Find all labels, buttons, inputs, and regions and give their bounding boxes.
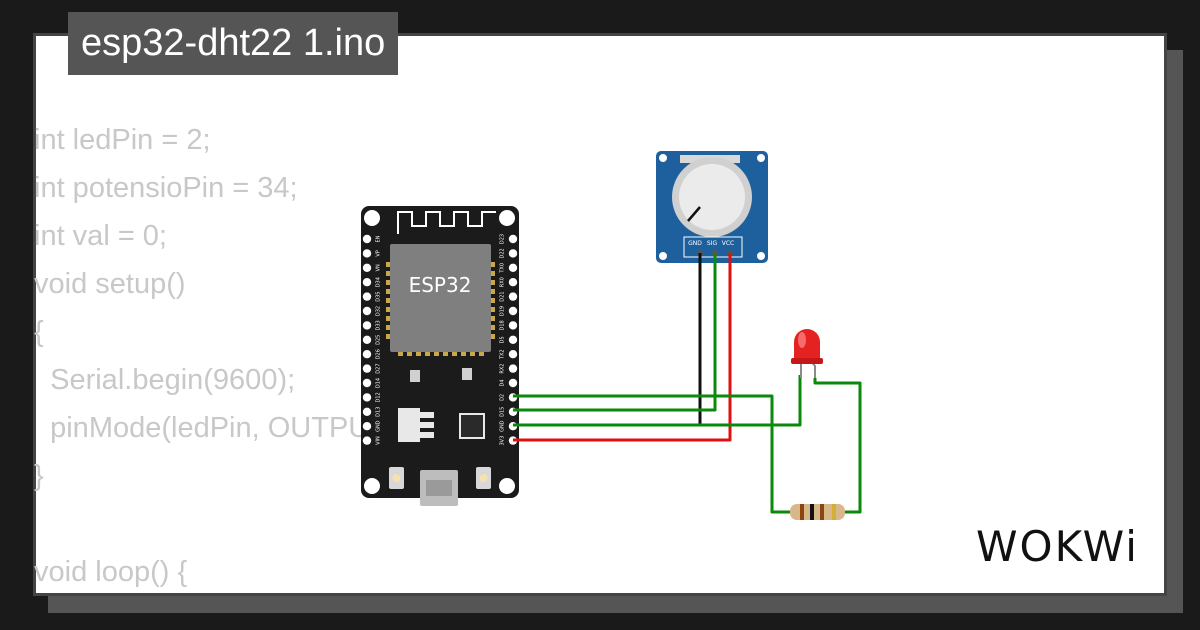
pin-label: EN bbox=[376, 235, 382, 242]
pin-right-d19[interactable] bbox=[508, 306, 518, 316]
pin-left-d35[interactable] bbox=[362, 292, 372, 301]
potentiometer[interactable]: GND SIG VCC bbox=[656, 151, 768, 263]
pin-label: D15 bbox=[500, 407, 506, 417]
code-line: int ledPin = 2; bbox=[34, 124, 211, 156]
antenna-icon bbox=[397, 211, 496, 234]
pin-left-gnd[interactable] bbox=[362, 422, 372, 431]
wokwi-logo: WOKWi bbox=[976, 522, 1139, 571]
code-line: void setup() bbox=[34, 268, 186, 300]
led-red[interactable] bbox=[791, 329, 823, 378]
pin-label: D25 bbox=[376, 335, 382, 345]
pin-right-d21[interactable] bbox=[508, 292, 518, 301]
code-line: void loop() { bbox=[34, 556, 188, 588]
resistor[interactable] bbox=[790, 504, 845, 520]
pin-label: D13 bbox=[376, 407, 382, 417]
pin-label: D26 bbox=[376, 349, 382, 359]
pin-label: D23 bbox=[500, 234, 506, 244]
project-title: esp32-dht22 1.ino bbox=[68, 12, 399, 75]
pin-label: D22 bbox=[500, 248, 506, 258]
code-line: Serial.begin(9600); bbox=[34, 364, 296, 396]
pin-label: VN bbox=[376, 264, 382, 271]
chip-label: ESP32 bbox=[409, 273, 472, 297]
pin-label: D32 bbox=[376, 306, 382, 316]
usb-chip bbox=[459, 413, 485, 439]
pin-left-en[interactable] bbox=[362, 234, 372, 244]
pin-label: RX0 bbox=[500, 277, 506, 287]
pin-left-d12[interactable] bbox=[362, 393, 372, 402]
code-background: int ledPin = 2; int potensioPin = 34; int … bbox=[34, 116, 405, 596]
pin-label: TX0 bbox=[500, 263, 506, 274]
pin-left-d14[interactable] bbox=[362, 378, 372, 388]
pin-right-tx0[interactable] bbox=[508, 263, 518, 272]
pin-right-d5[interactable] bbox=[508, 335, 518, 344]
wire-signal[interactable] bbox=[513, 253, 717, 412]
code-line: } bbox=[34, 460, 44, 492]
pot-pin-label: SIG bbox=[707, 240, 718, 247]
pin-left-d33[interactable] bbox=[362, 321, 372, 330]
pin-left-d34[interactable] bbox=[362, 278, 372, 287]
pin-right-tx2[interactable] bbox=[508, 350, 518, 359]
wire-led-resistor[interactable] bbox=[813, 378, 862, 514]
pin-label: D4 bbox=[500, 379, 506, 386]
pin-right-d18[interactable] bbox=[508, 321, 518, 330]
wire-vcc[interactable] bbox=[513, 253, 732, 442]
pin-label: GND bbox=[500, 420, 506, 432]
pin-label: VP bbox=[376, 250, 382, 256]
code-line: { bbox=[34, 316, 44, 348]
regulator bbox=[398, 408, 420, 442]
pin-left-d25[interactable] bbox=[362, 335, 372, 344]
pin-right-d23[interactable] bbox=[508, 234, 518, 244]
pin-label: D2 bbox=[500, 394, 506, 401]
pin-right-rx2[interactable] bbox=[508, 364, 518, 373]
preview-card bbox=[33, 33, 1167, 596]
esp32-module bbox=[390, 244, 491, 352]
pin-label: D12 bbox=[376, 392, 382, 402]
pin-right-d4[interactable] bbox=[508, 378, 518, 388]
pin-label: D27 bbox=[376, 363, 382, 373]
pin-label: GND bbox=[376, 420, 382, 432]
pin-left-d32[interactable] bbox=[362, 306, 372, 316]
wire-gnd[interactable] bbox=[513, 253, 702, 427]
code-line: int potensioPin = 34; bbox=[34, 172, 298, 204]
pot-pin-label: GND bbox=[688, 240, 702, 247]
pin-label: D35 bbox=[376, 291, 382, 301]
pin-label: D19 bbox=[500, 306, 506, 316]
pin-label: D33 bbox=[376, 320, 382, 330]
pin-left-d26[interactable] bbox=[362, 350, 372, 359]
code-line: int val = 0; bbox=[34, 220, 167, 252]
pin-label: D21 bbox=[500, 291, 506, 301]
pin-label: D18 bbox=[500, 320, 506, 330]
pin-label: TX2 bbox=[500, 349, 506, 360]
pin-left-d27[interactable] bbox=[362, 364, 372, 373]
pin-left-d13[interactable] bbox=[362, 407, 372, 416]
pin-label: RX2 bbox=[500, 364, 506, 374]
pin-label: D14 bbox=[376, 378, 382, 388]
pin-right-rx0[interactable] bbox=[508, 278, 518, 287]
pin-left-vin[interactable] bbox=[362, 436, 372, 445]
pin-label: D5 bbox=[500, 336, 506, 343]
pin-left-vp[interactable] bbox=[362, 249, 372, 258]
esp32-board[interactable]: ESP32 ENVPVND34D35D32D33D25D26D27D14D12D… bbox=[361, 206, 519, 506]
pin-label: D34 bbox=[376, 277, 382, 287]
pin-right-d22[interactable] bbox=[508, 249, 518, 258]
pot-pin-label: VCC bbox=[722, 240, 734, 247]
pin-label: VIN bbox=[376, 436, 382, 445]
pin-label: 3V3 bbox=[500, 436, 506, 446]
wire-d2-resistor[interactable] bbox=[513, 394, 790, 514]
wire-led-gnd[interactable] bbox=[513, 375, 802, 427]
pin-left-vn[interactable] bbox=[362, 263, 372, 272]
